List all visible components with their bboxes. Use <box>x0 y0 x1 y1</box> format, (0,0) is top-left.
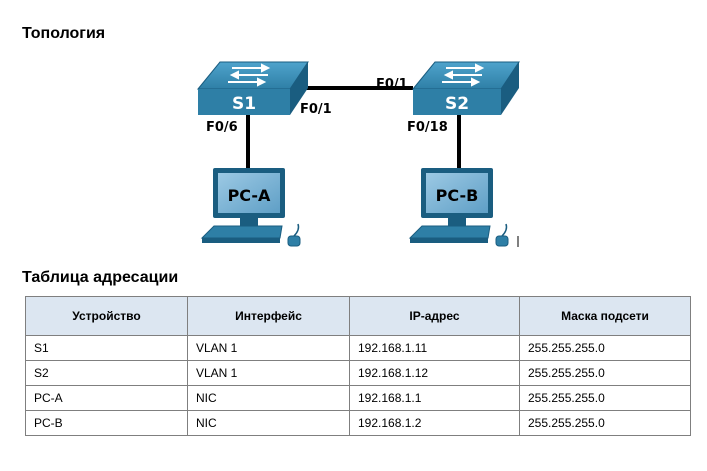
cell-interface: NIC <box>187 410 350 436</box>
table-row: PC-B NIC 192.168.1.2 255.255.255.0 <box>25 410 691 436</box>
cell-device: S1 <box>25 335 188 361</box>
cell-subnet-mask: 255.255.255.0 <box>519 335 691 361</box>
cell-subnet-mask: 255.255.255.0 <box>519 385 691 411</box>
pc-a: PC-A <box>200 168 301 247</box>
cell-ip-address: 192.168.1.12 <box>349 360 520 386</box>
cell-subnet-mask: 255.255.255.0 <box>519 360 691 386</box>
topology-diagram: S1 S2 F0/6 F0/1 F0/1 F0/18 PC-A <box>196 61 520 247</box>
cell-interface: VLAN 1 <box>187 335 350 361</box>
switch-s2-label: S2 <box>445 94 469 114</box>
port-label-s2-f01: F0/1 <box>376 77 408 92</box>
switch-s2: S2 <box>411 61 520 115</box>
pc-b: PC-B <box>408 168 509 247</box>
table-row: S1 VLAN 1 192.168.1.11 255.255.255.0 <box>25 335 691 361</box>
column-header: Интерфейс <box>187 296 350 336</box>
addressing-table-heading: Таблица адресации <box>22 269 179 286</box>
topology-heading: Топология <box>22 25 106 42</box>
switch-s1: S1 <box>196 61 309 115</box>
switch-arrows-icon <box>442 63 485 87</box>
port-label-s2-f018: F0/18 <box>407 120 448 135</box>
table-row: S2 VLAN 1 192.168.1.12 255.255.255.0 <box>25 360 691 386</box>
cell-subnet-mask: 255.255.255.0 <box>519 410 691 436</box>
column-header: Устройство <box>25 296 188 336</box>
cell-device: PC-A <box>25 385 188 411</box>
cell-interface: VLAN 1 <box>187 360 350 386</box>
addressing-table: Устройство Интерфейс IP-адрес Маска подс… <box>25 296 691 436</box>
pc-b-label: PC-B <box>436 186 479 205</box>
cell-device: S2 <box>25 360 188 386</box>
column-header: IP-адрес <box>349 296 520 336</box>
switch-s1-label: S1 <box>232 94 256 114</box>
cell-ip-address: 192.168.1.2 <box>349 410 520 436</box>
cell-ip-address: 192.168.1.11 <box>349 335 520 361</box>
cell-interface: NIC <box>187 385 350 411</box>
pc-a-label: PC-A <box>228 186 271 205</box>
port-label-s1-f06: F0/6 <box>206 120 238 135</box>
port-label-s1-f01: F0/1 <box>300 102 332 117</box>
switch-arrows-icon <box>228 63 271 87</box>
cell-ip-address: 192.168.1.1 <box>349 385 520 411</box>
table-header-row: Устройство Интерфейс IP-адрес Маска подс… <box>25 296 691 336</box>
column-header: Маска подсети <box>519 296 691 336</box>
cell-device: PC-B <box>25 410 188 436</box>
table-row: PC-A NIC 192.168.1.1 255.255.255.0 <box>25 385 691 411</box>
